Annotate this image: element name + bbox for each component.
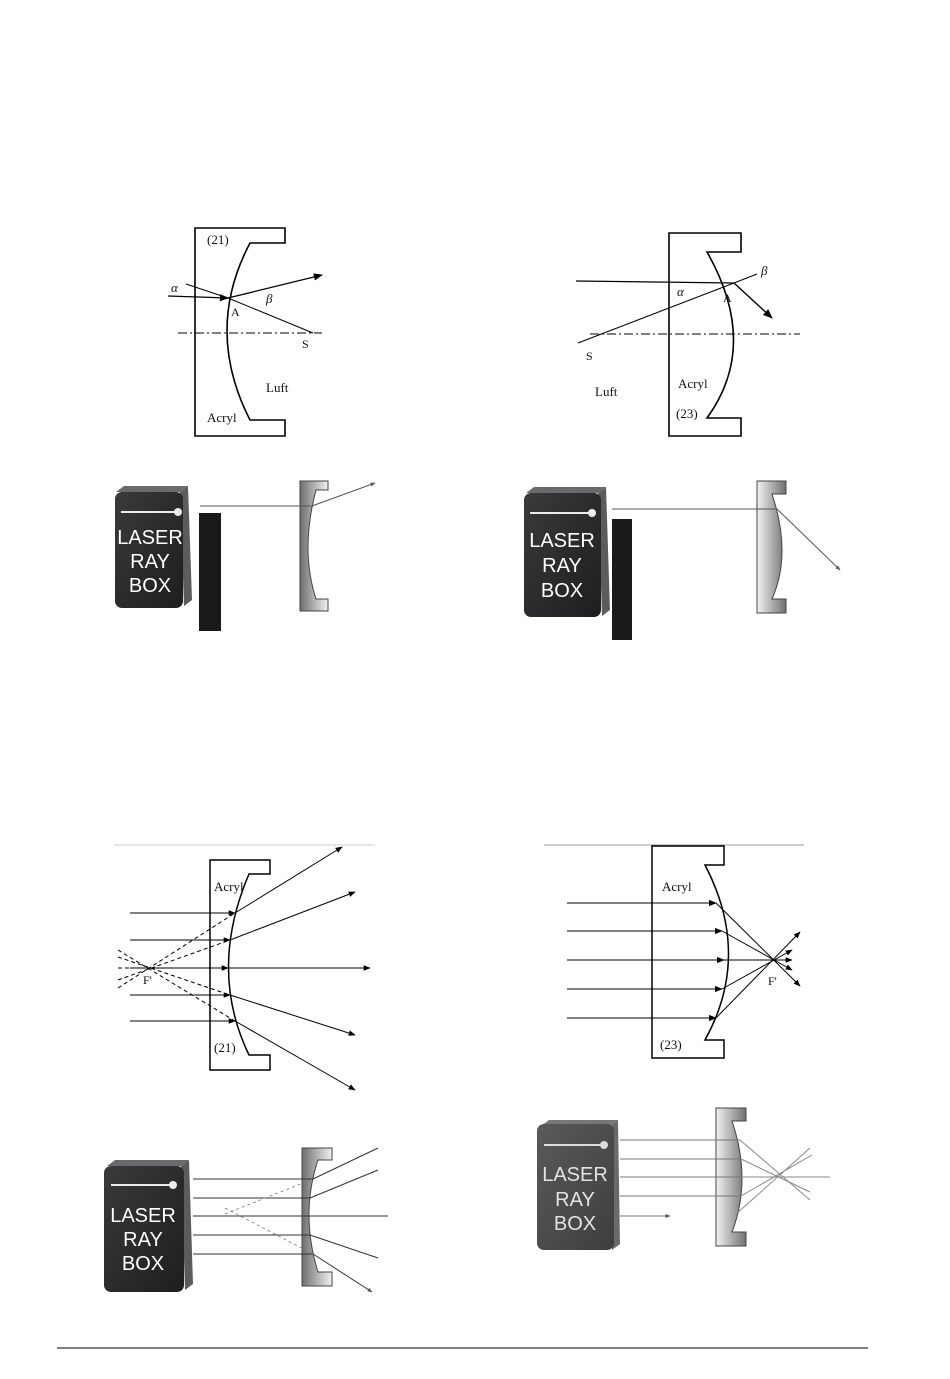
laser-box-text-1: LASER [529, 530, 595, 552]
laser-box-text-3: BOX [122, 1253, 164, 1275]
refracted-ray [722, 950, 792, 989]
figure-1-concave-lens-diagram: (21) α β A S Luft Acryl [168, 228, 322, 436]
photo-3-laser-setup: LASER RAY BOX [104, 1148, 388, 1292]
convex-lens-prism [757, 481, 786, 613]
figure-3-diverging-rays-diagram: Acryl F' (21) [114, 845, 375, 1090]
incident-ray [576, 281, 734, 283]
laser-ray-out [310, 1170, 378, 1198]
refracted-ray [734, 283, 772, 318]
laser-box-text-3: BOX [129, 575, 171, 597]
focus-label: F' [768, 974, 777, 988]
laser-box-text-2: RAY [130, 551, 170, 573]
virtual-ray-trace [225, 1179, 313, 1214]
alpha-label: α [677, 284, 685, 299]
laser-box-text-3: BOX [541, 580, 583, 602]
air-label: Luft [595, 384, 618, 399]
photo-1-laser-setup: LASER RAY BOX [115, 481, 375, 631]
normal-line [186, 284, 228, 298]
material-label: Acryl [678, 376, 708, 391]
incident-ray [168, 296, 228, 298]
normal-extension [734, 274, 757, 283]
slit-aperture-plate [612, 519, 632, 640]
laser-ray-out [741, 1155, 812, 1196]
material-label: Acryl [207, 410, 237, 425]
lens-23-outline [652, 846, 729, 1058]
focus-label: F' [143, 973, 152, 987]
laser-indicator-dot [600, 1141, 608, 1149]
material-label: Acryl [662, 879, 692, 894]
photo-2-laser-setup: LASER RAY BOX [524, 481, 840, 640]
laser-box-top [116, 486, 188, 492]
air-label: Luft [266, 380, 289, 395]
laser-box-text-1: LASER [542, 1164, 608, 1186]
virtual-ray-extension [118, 957, 230, 995]
virtual-ray-trace [225, 1208, 313, 1254]
laser-box-text-1: LASER [117, 527, 183, 549]
alpha-label: α [171, 280, 179, 295]
concave-lens-prism [302, 1148, 332, 1286]
virtual-ray-extension [118, 940, 230, 980]
point-a-label: A [723, 291, 732, 305]
laser-indicator-dot [174, 508, 182, 516]
material-label: Acryl [214, 879, 244, 894]
virtual-ray-extension [118, 950, 235, 1021]
virtual-ray-extension [118, 913, 235, 988]
point-a-label: A [231, 305, 240, 319]
concave-lens-prism [300, 481, 328, 611]
figure-2-convex-lens-diagram: α β A S Luft Acryl (23) [576, 233, 800, 436]
laser-box-top [107, 1160, 189, 1166]
center-s-label: S [302, 337, 309, 351]
lens-number-label: (21) [214, 1040, 236, 1055]
laser-ray-out [741, 1159, 810, 1192]
laser-ray-out [777, 509, 840, 570]
photo-4-laser-setup: LASER RAY BOX [537, 1108, 830, 1250]
outgoing-ray [230, 892, 355, 940]
lens-21-outline [195, 228, 285, 436]
laser-box-text-2: RAY [123, 1229, 163, 1251]
beta-label: β [760, 263, 768, 278]
laser-ray-out [735, 1148, 810, 1215]
slit-aperture-plate [199, 513, 221, 631]
center-s-label: S [586, 349, 593, 363]
laser-box-text-3: BOX [554, 1213, 596, 1235]
lens-number-label: (23) [660, 1037, 682, 1052]
beta-label: β [265, 291, 273, 306]
figure-4-converging-rays-diagram: Acryl F' (23) [544, 845, 804, 1058]
laser-box-top [526, 487, 606, 493]
lens-number-label: (23) [676, 406, 698, 421]
laser-indicator-dot [169, 1181, 177, 1189]
laser-ray-out [310, 1235, 378, 1258]
laser-box-text-2: RAY [555, 1189, 595, 1211]
laser-box-text-1: LASER [110, 1205, 176, 1227]
refracted-ray [228, 275, 322, 298]
laser-box-text-2: RAY [542, 555, 582, 577]
laser-indicator-dot [588, 509, 596, 517]
lens-number-label: (21) [207, 232, 229, 247]
